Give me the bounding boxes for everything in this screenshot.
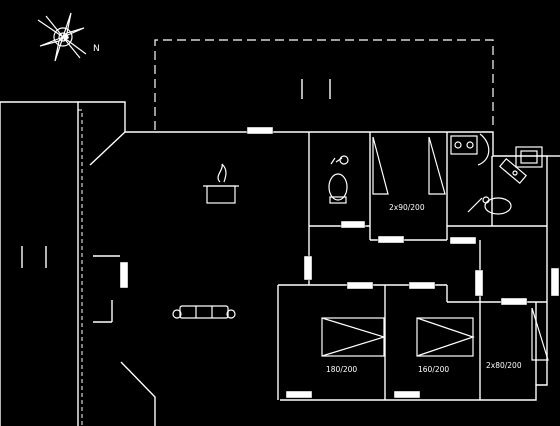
openings bbox=[119, 126, 560, 399]
bedroom-2: 180/200 bbox=[321, 317, 387, 374]
bed-label-1: 2x90/200 bbox=[389, 203, 425, 212]
sofa-icon bbox=[172, 305, 236, 319]
compass-icon bbox=[37, 12, 87, 62]
bedroom-1: 2x90/200 bbox=[372, 136, 446, 212]
sink-icon bbox=[498, 157, 528, 185]
bed-label-3: 160/200 bbox=[418, 365, 449, 374]
compass-north-label: N bbox=[93, 44, 100, 54]
bed-label-4: 2x80/200 bbox=[486, 361, 522, 370]
interior-walls bbox=[93, 132, 547, 400]
terrace-top bbox=[154, 39, 494, 130]
bedroom-4: 2x80/200 bbox=[486, 307, 549, 370]
bedroom-3: 160/200 bbox=[416, 317, 475, 374]
toilet-icon bbox=[328, 173, 348, 204]
toilet-icon bbox=[467, 196, 512, 215]
outer-walls bbox=[78, 101, 560, 426]
washing-machine-icon bbox=[515, 146, 543, 168]
shower-icon bbox=[330, 155, 349, 165]
cooktop-icon bbox=[450, 133, 490, 166]
terrace-left bbox=[0, 101, 83, 426]
fireplace-icon bbox=[203, 163, 239, 204]
bed-label-2: 180/200 bbox=[326, 365, 357, 374]
